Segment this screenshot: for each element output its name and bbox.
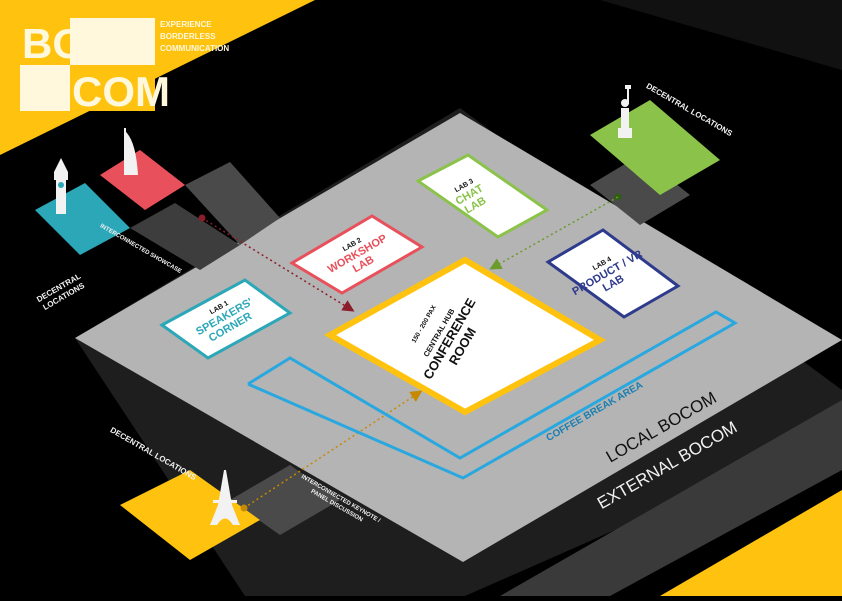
tagline-line2: BORDERLESS [160, 32, 216, 41]
arrow-yellow [243, 390, 423, 509]
eiffel-tower-icon [210, 470, 240, 525]
corridor-yellow [230, 465, 340, 535]
big-ben-icon [54, 158, 68, 214]
corridor-left [130, 203, 240, 270]
decentral-tile-red [100, 150, 185, 210]
bocom-logo: BO COM [20, 18, 170, 115]
tagline-line3: COMMUNICATION [160, 44, 229, 53]
logo-letters-top: BO [22, 20, 85, 67]
top-right-panel [340, 0, 842, 70]
burj-al-arab-icon [124, 128, 138, 175]
arrow-green [489, 196, 619, 270]
lab-4-box [545, 228, 681, 319]
coffee-break-outline [247, 310, 739, 480]
lab-2-box [289, 214, 425, 295]
tagline-line1: EXPERIENCE [160, 20, 212, 29]
corridor-green [590, 155, 690, 225]
decentral-tile-yellow [120, 470, 260, 560]
logo-letters-bottom: COM [72, 68, 170, 115]
corridor-red [185, 162, 280, 245]
logo-tagline: EXPERIENCE BORDERLESS COMMUNICATION [160, 20, 229, 53]
corner-yellow-bottom-right [660, 490, 842, 596]
arrow-red [201, 217, 355, 312]
central-hub-box [323, 256, 607, 416]
external-stripe [500, 400, 842, 596]
statue-of-liberty-icon [618, 85, 632, 138]
lab-3-box [415, 153, 550, 239]
lab-1-box [159, 278, 293, 360]
